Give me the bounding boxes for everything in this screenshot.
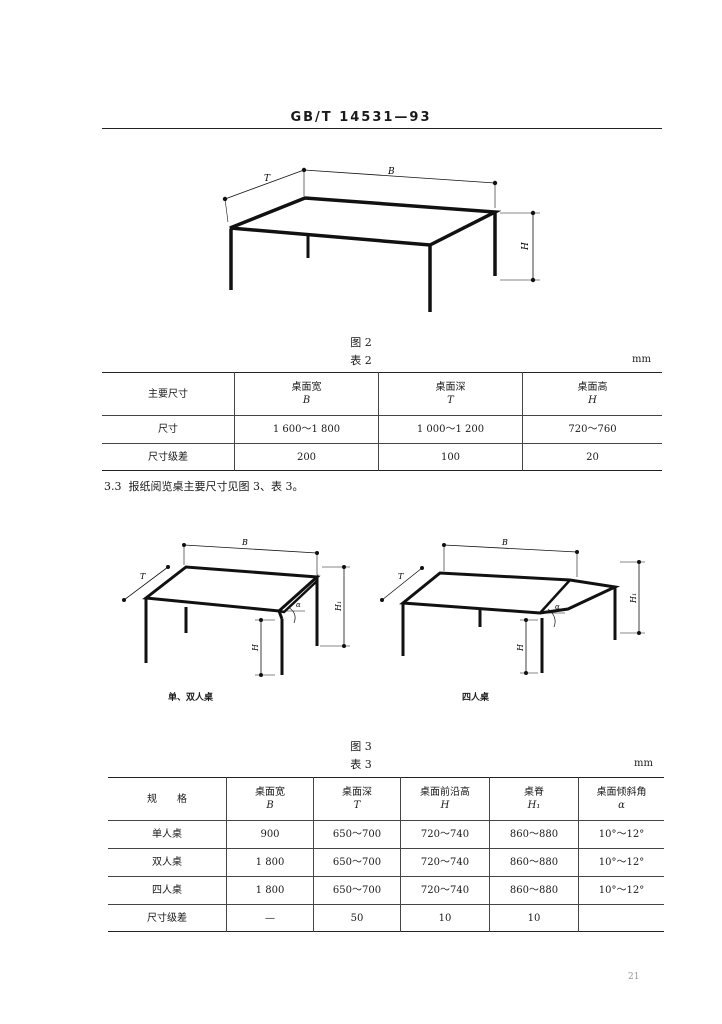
svg-text:H₁: H₁ [629,593,638,604]
table-2-title: 表 2 [350,354,372,367]
table-3-title: 表 3 [350,758,372,771]
fig3-right-desk [381,544,645,674]
svg-text:α: α [296,601,301,609]
fig3-left-desk [123,544,350,676]
table-row: 单人桌 900 650～700 720～740 860～880 10°～12° [108,820,664,849]
section-3-3: 3.3 报纸阅览桌主要尺寸见图 3、表 3。 [104,480,304,493]
header-rule [102,128,662,129]
fig2-label-H: H [521,242,531,251]
table-row: 尺寸级差 — 50 10 10 [108,904,664,932]
svg-text:T: T [140,572,146,581]
table-2-header-main: 主要尺寸 [102,372,235,416]
fig2-label-B: B [387,167,395,177]
svg-text:H: H [251,643,260,652]
svg-text:T: T [398,572,404,581]
figure-2-table-drawing: T B H [222,167,540,312]
fig3-right-label: 四人桌 [462,693,490,703]
fig3-left-label: 单、双人桌 [168,693,214,703]
table-2-unit: mm [632,354,651,365]
figure-3-caption: 图 3 [350,740,372,753]
svg-text:B: B [241,538,248,547]
figure-2-caption: 图 2 [350,336,372,349]
table-row: 尺寸 1 600～1 800 1 000～1 200 720～760 [102,415,662,444]
svg-text:α: α [555,603,560,611]
svg-text:H: H [516,643,525,652]
table-3-unit: mm [634,758,653,769]
table-row: 四人桌 1 800 650～700 720～740 860～880 10°～12… [108,876,664,905]
fig2-label-T: T [264,174,271,184]
standard-header: GB/T 14531—93 [290,110,432,125]
svg-text:B: B [501,538,508,547]
table-3-header-spec: 规 格 [108,777,227,821]
table-row: 双人桌 1 800 650～700 720～740 860～880 10°～12… [108,848,664,877]
table-row: 尺寸级差 200 100 20 [102,443,662,471]
svg-text:H₁: H₁ [334,601,343,612]
page-number: 21 [628,972,640,982]
figure-3-drawings: T B H₁ H α T B H₁ H α [122,538,645,677]
fig2-tabletop [229,196,502,247]
